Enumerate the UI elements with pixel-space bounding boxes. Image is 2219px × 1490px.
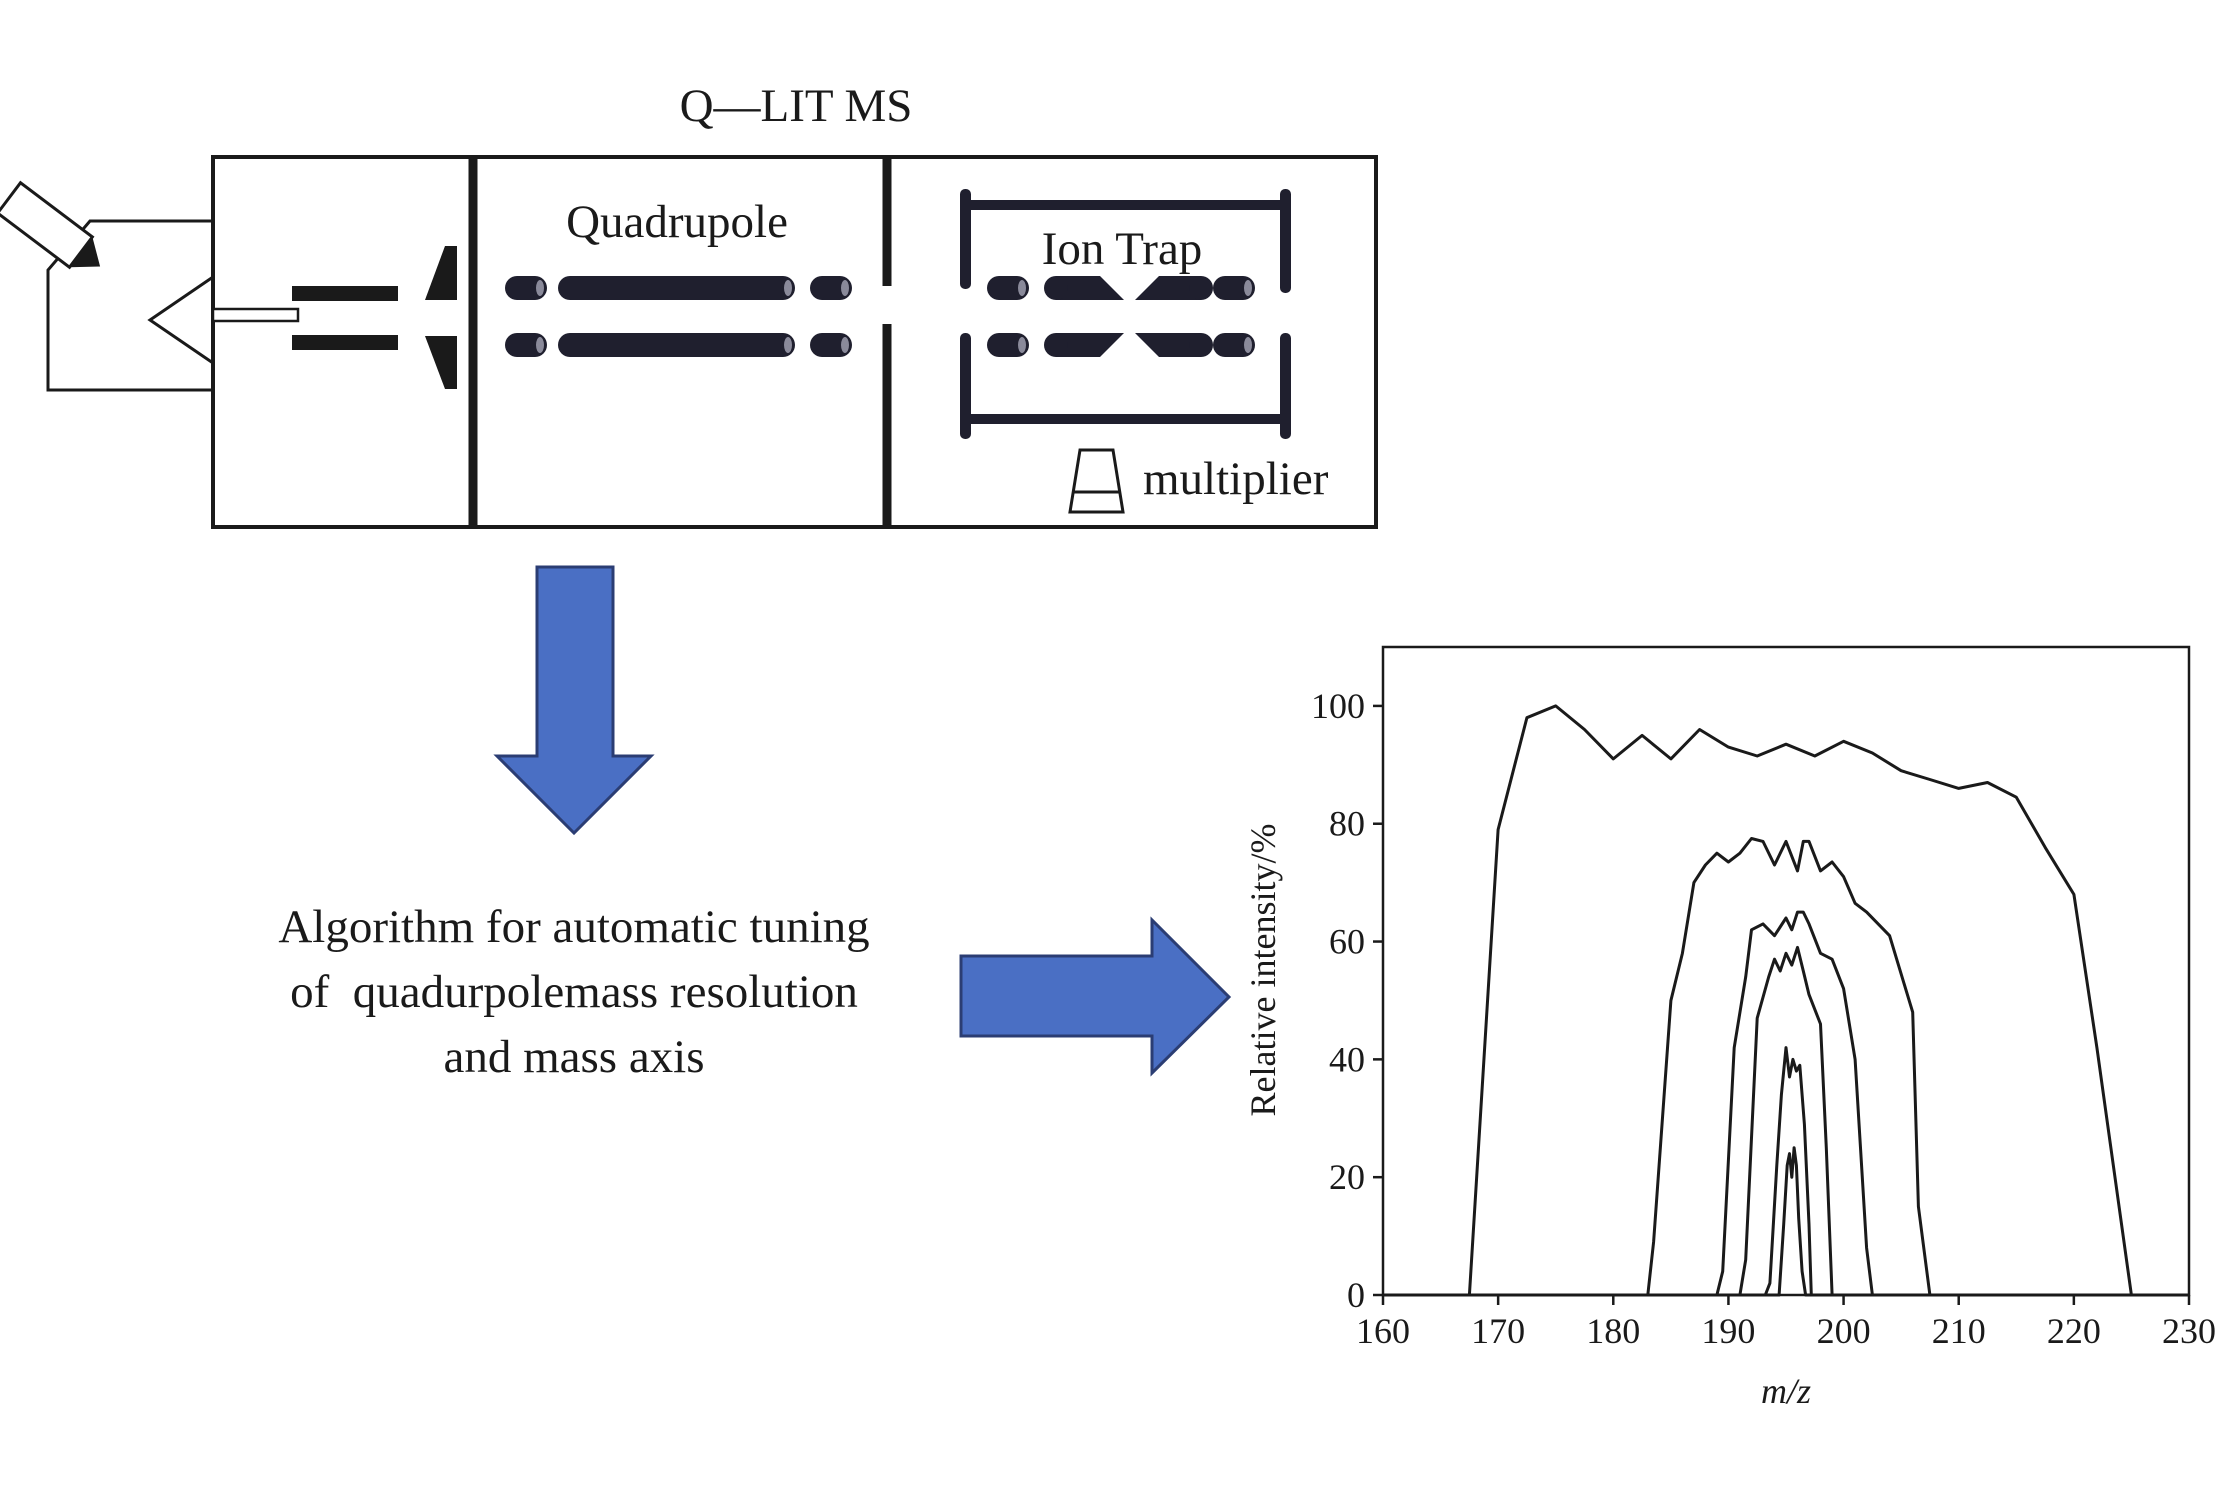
ion-guide-bottom <box>292 335 398 350</box>
instrument-housing <box>211 155 1378 529</box>
source-cone <box>147 275 214 365</box>
y-tick-label: 20 <box>1329 1157 1365 1197</box>
spectrum-curves <box>1383 704 2189 1297</box>
x-tick-label: 230 <box>2162 1311 2216 1351</box>
ion-trap: Ion Trap <box>960 189 1291 439</box>
spectrum-curve-2 <box>1383 837 2189 1297</box>
x-tick-label: 210 <box>1932 1311 1986 1351</box>
algorithm-line-1: Algorithm for automatic tuning <box>278 901 869 953</box>
right-arrow-icon <box>959 916 1232 1077</box>
ion-trap-label: Ion Trap <box>1042 223 1203 275</box>
x-axis: 160 170 180 190 200 210 220 230 <box>1356 1295 2216 1351</box>
algorithm-line-2: of quadurpolemass resolution <box>290 966 858 1018</box>
ion-guide-top <box>292 286 398 301</box>
algorithm-line-3: and mass axis <box>443 1031 704 1083</box>
x-tick-label: 160 <box>1356 1311 1410 1351</box>
multiplier-icon <box>1068 448 1125 514</box>
mass-spectrum-chart: 0 20 40 60 80 100 160 170 180 190 200 210 220 230 Re… <box>1243 645 2216 1411</box>
down-arrow-icon <box>493 565 655 836</box>
y-tick-label: 100 <box>1311 686 1365 726</box>
spectrum-curve-1 <box>1383 704 2189 1297</box>
y-tick-label: 40 <box>1329 1039 1365 1079</box>
spectrum-curve-4 <box>1383 945 2189 1297</box>
algorithm-description: Algorithm for automatic tuning of quadur… <box>278 901 869 1083</box>
quadrupole-label: Quadrupole <box>566 196 788 248</box>
spectrum-curve-3 <box>1383 910 2189 1297</box>
x-tick-label: 220 <box>2047 1311 2101 1351</box>
x-tick-label: 180 <box>1586 1311 1640 1351</box>
x-tick-label: 190 <box>1701 1311 1755 1351</box>
ion-source <box>0 180 457 392</box>
y-axis: 0 20 40 60 80 100 <box>1311 686 1383 1315</box>
multiplier-label: multiplier <box>1143 453 1329 505</box>
skimmer-top <box>425 246 457 300</box>
sprayer-probe <box>0 180 101 270</box>
capillary <box>211 307 300 323</box>
spectrum-curve-5 <box>1383 1046 2189 1297</box>
x-tick-label: 200 <box>1817 1311 1871 1351</box>
y-tick-label: 60 <box>1329 922 1365 962</box>
skimmer-bottom <box>425 336 457 389</box>
x-axis-label: m/z <box>1761 1371 1811 1411</box>
multiplier: multiplier <box>1068 448 1329 514</box>
quadrupole: Quadrupole <box>505 196 852 357</box>
x-tick-label: 170 <box>1471 1311 1525 1351</box>
instrument-title: Q—LIT MS <box>680 80 913 132</box>
y-tick-label: 0 <box>1347 1275 1365 1315</box>
y-tick-label: 80 <box>1329 804 1365 844</box>
plot-frame <box>1381 645 2191 1297</box>
instrument-schematic: Q—LIT MS Quadrupole <box>0 80 1378 529</box>
y-axis-label: Relative intensity/% <box>1243 824 1283 1117</box>
spectrum-curve-6 <box>1383 1146 2189 1297</box>
